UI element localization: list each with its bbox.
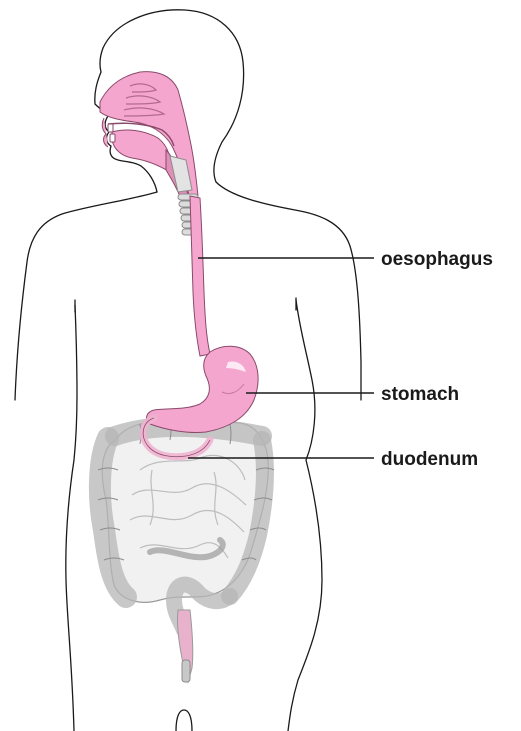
- label-stomach: stomach: [381, 384, 459, 405]
- label-oesophagus: oesophagus: [381, 249, 493, 270]
- anal-canal: [182, 660, 190, 682]
- oesophagus: [190, 196, 210, 356]
- crotch-outline: [176, 710, 192, 731]
- stomach: [147, 346, 259, 432]
- torso-outline-left: [66, 305, 77, 731]
- label-duodenum: duodenum: [381, 449, 478, 470]
- large-intestine: [98, 420, 274, 630]
- body-outline-left-shoulder: [15, 192, 157, 400]
- body-outline-right: [103, 10, 361, 400]
- torso-outline-right: [288, 300, 322, 731]
